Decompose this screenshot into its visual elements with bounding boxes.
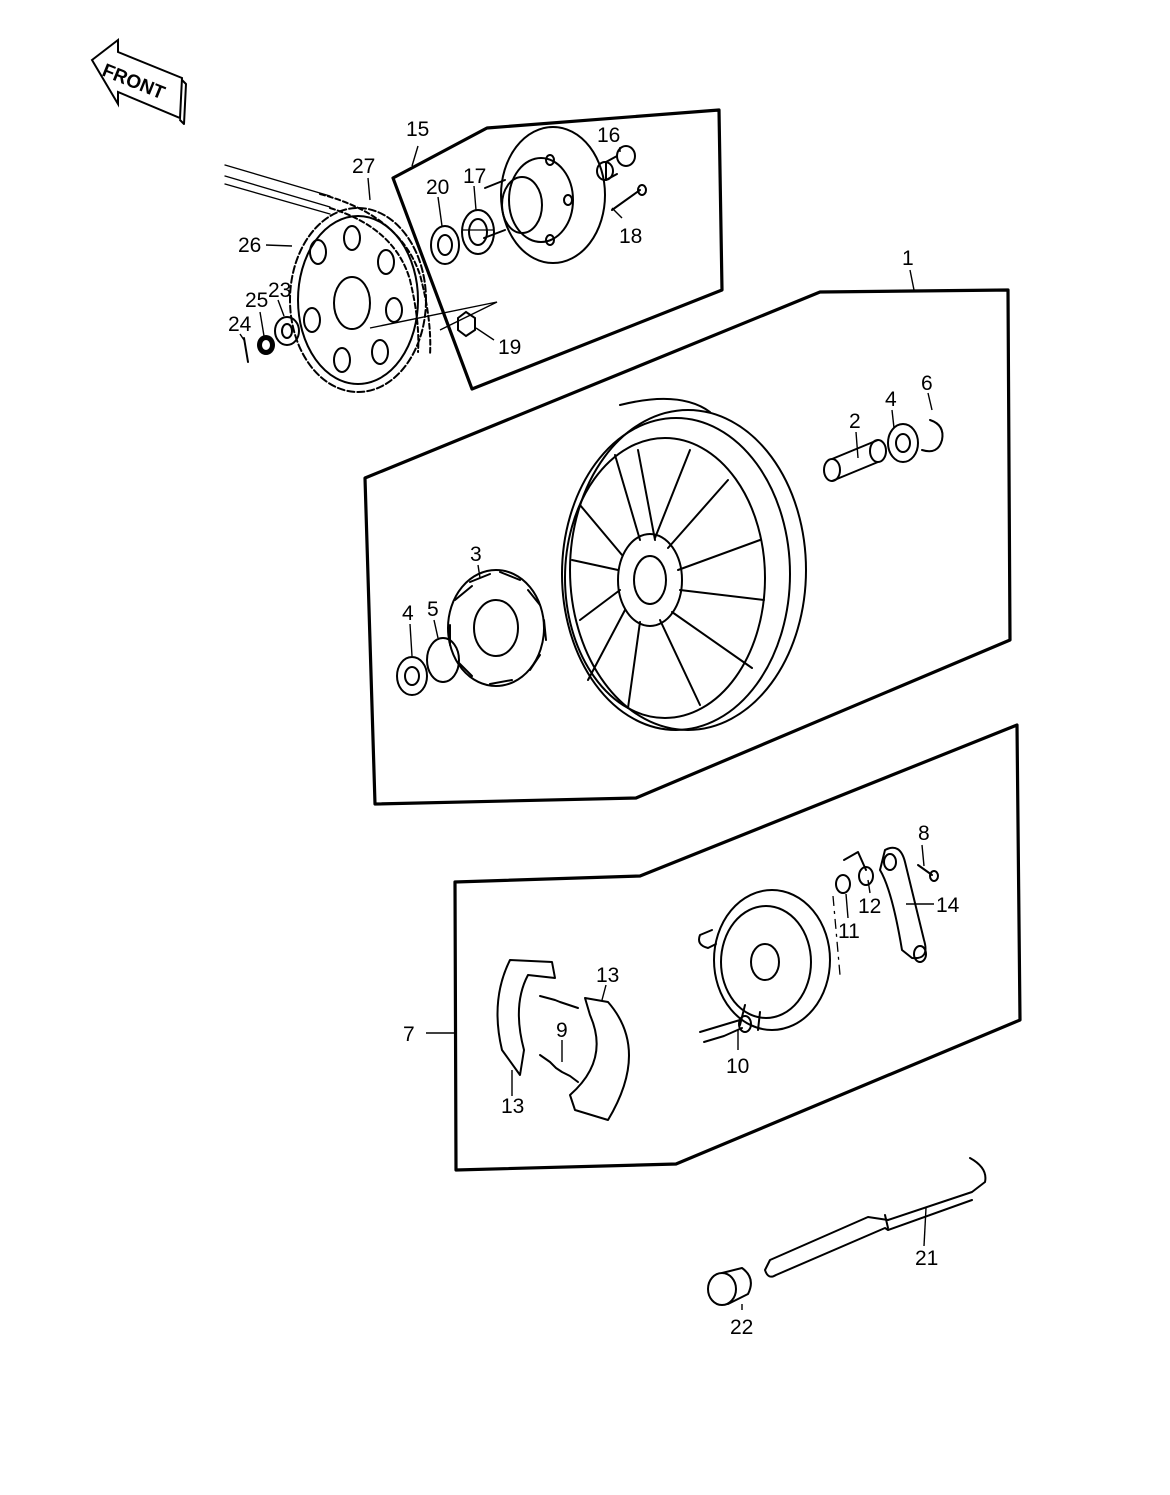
callout-17: 17 <box>463 165 486 188</box>
wheel-o-ring <box>426 637 460 683</box>
callout-4-left: 4 <box>402 602 414 625</box>
wear-indicator-washer <box>835 851 874 894</box>
callout-3: 3 <box>470 543 482 566</box>
callout-26: 26 <box>238 234 261 257</box>
callout-22: 22 <box>730 1316 753 1339</box>
callout-13-bottom: 13 <box>501 1095 524 1118</box>
callout-6: 6 <box>921 372 933 395</box>
callout-25: 25 <box>245 289 268 312</box>
brake-shoe-right <box>569 997 630 1121</box>
callout-14: 14 <box>936 894 960 917</box>
callout-11: 11 <box>838 920 860 943</box>
callout-1: 1 <box>902 247 914 270</box>
callout-23: 23 <box>268 279 291 302</box>
callout-21: 21 <box>915 1247 938 1270</box>
sprocket-coupling-hub <box>483 126 606 264</box>
callout-12: 12 <box>858 895 881 918</box>
coupling-oil-seal <box>430 225 460 265</box>
callout-9: 9 <box>556 1019 568 1042</box>
cast-wheel <box>561 397 807 731</box>
wheel-group-frame <box>363 288 1012 806</box>
wheel-circlip <box>921 419 944 453</box>
coupling-bearing <box>461 209 495 255</box>
callout-leaders <box>239 145 934 1310</box>
callout-20: 20 <box>426 176 449 199</box>
brake-panel <box>698 889 831 1031</box>
callout-13-top: 13 <box>596 964 619 987</box>
callout-27: 27 <box>352 155 375 178</box>
callout-19: 19 <box>498 336 521 359</box>
brake-springs <box>539 995 579 1083</box>
callout-24: 24 <box>228 313 252 336</box>
sprocket-nut <box>369 301 498 338</box>
brake-camshaft <box>699 1015 752 1043</box>
callout-7: 7 <box>403 1023 415 1046</box>
axle-collar <box>707 1267 752 1306</box>
sprocket-fasteners <box>243 316 300 363</box>
wheel-bearing-right <box>887 423 919 463</box>
front-arrow-icon: FRONT <box>90 37 187 125</box>
callout-16: 16 <box>597 124 620 147</box>
rear-sprocket <box>289 207 427 393</box>
lever-bolt <box>917 864 939 882</box>
callout-15: 15 <box>406 118 429 141</box>
callout-2: 2 <box>849 410 861 433</box>
callout-labels: 1 2 3 4 4 5 6 7 8 9 10 11 12 13 13 14 15… <box>228 118 960 1339</box>
wheel-coupling-damper <box>447 569 547 687</box>
callout-8: 8 <box>918 822 930 845</box>
hub-coupling-group-frame <box>391 108 724 391</box>
callout-5: 5 <box>427 598 439 621</box>
coupling-collar <box>596 145 636 181</box>
rear-axle <box>764 1157 987 1278</box>
callout-10: 10 <box>726 1055 749 1078</box>
wheel-axle-sleeve <box>823 439 887 482</box>
coupling-bolt <box>611 184 647 211</box>
callout-18: 18 <box>619 225 642 248</box>
brake-group-frame <box>453 723 1022 1172</box>
wheel-bearing-left <box>396 656 428 696</box>
brake-cam-lever <box>879 846 927 963</box>
brake-leader-line <box>832 895 841 976</box>
brake-shoe-left <box>496 959 556 1076</box>
callout-4-right: 4 <box>885 388 897 411</box>
